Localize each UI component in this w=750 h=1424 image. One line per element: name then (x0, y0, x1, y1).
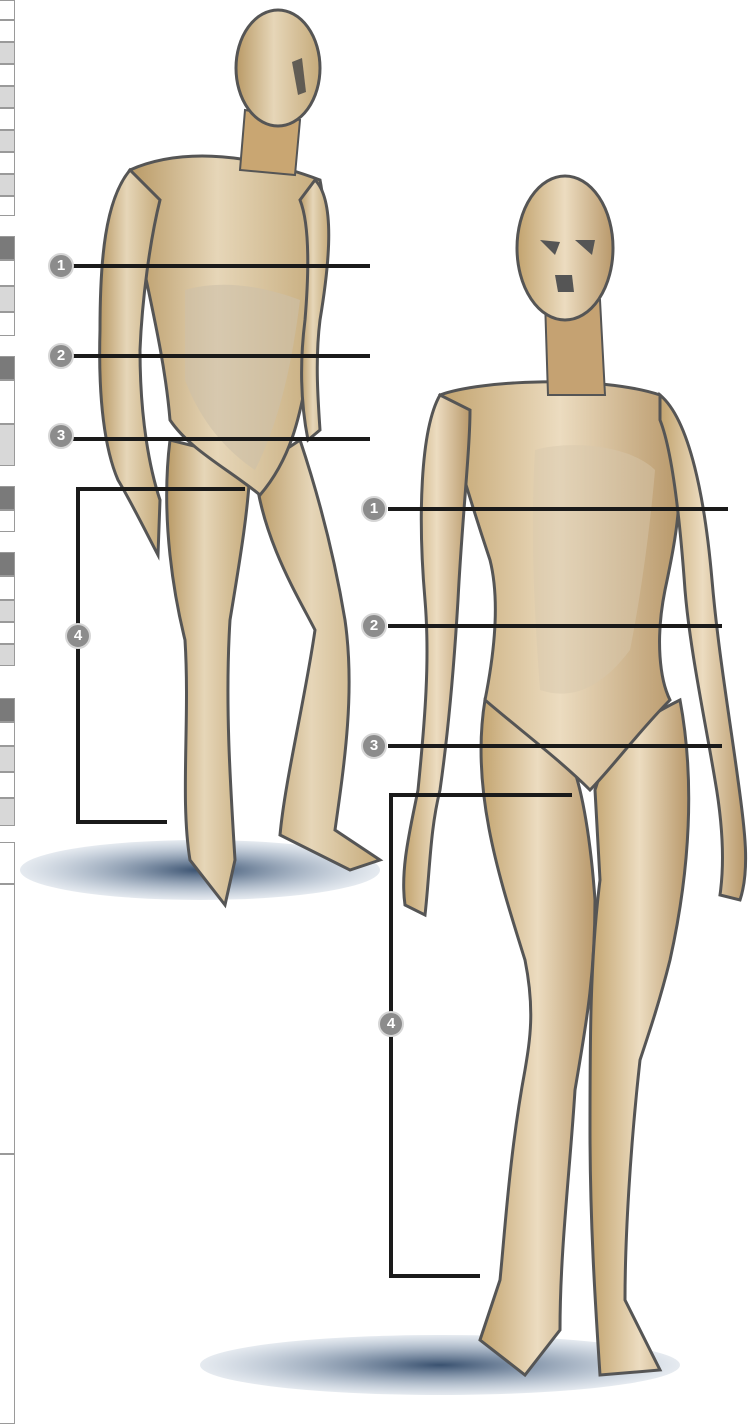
female-left-leg (480, 700, 595, 1375)
male-left-leg (167, 440, 250, 905)
male-marker-2: 2 (48, 343, 74, 369)
male-mannequin (20, 10, 380, 905)
male-head (236, 10, 320, 126)
female-head (517, 176, 613, 320)
female-right-leg (590, 700, 689, 1375)
female-left-arm (404, 395, 470, 915)
female-marker-2: 2 (361, 613, 387, 639)
male-right-arm (300, 180, 329, 440)
female-marker-3: 3 (361, 733, 387, 759)
male-marker-4: 4 (65, 623, 91, 649)
male-left-arm (100, 170, 160, 555)
male-marker-3: 3 (48, 423, 74, 449)
female-marker-4: 4 (378, 1011, 404, 1037)
female-marker-1: 1 (361, 496, 387, 522)
male-marker-1: 1 (48, 253, 74, 279)
